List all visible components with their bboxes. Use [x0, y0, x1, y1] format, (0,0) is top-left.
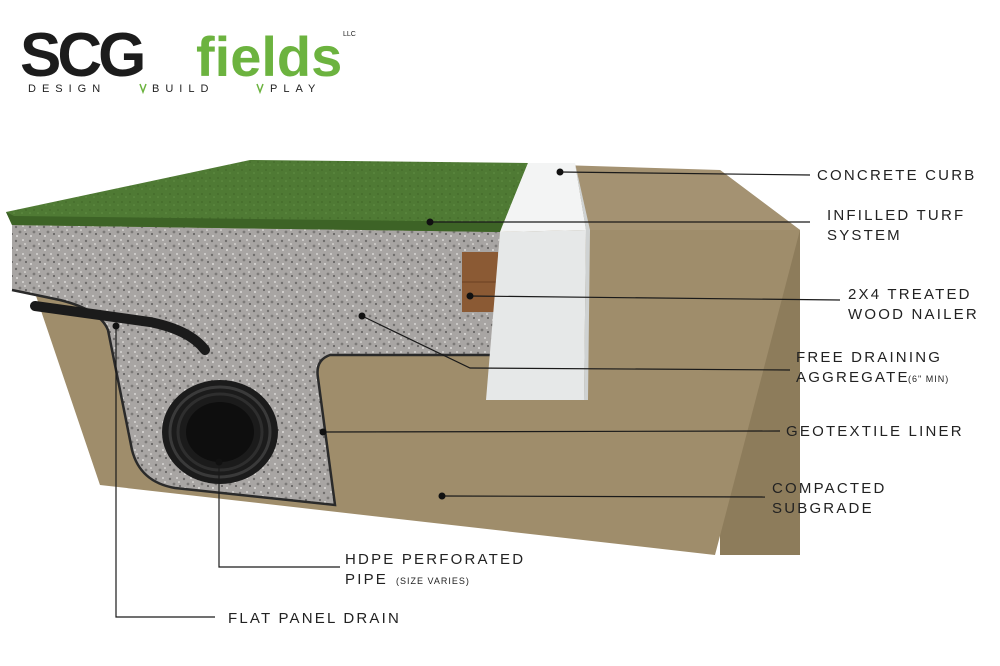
leader-subgrade: [441, 495, 766, 498]
flat-panel-drain: [30, 301, 210, 355]
leader-geotextile: [322, 430, 781, 433]
label-aggregate-note: (6" MIN): [908, 374, 949, 384]
labels: CONCRETE CURB INFILLED TURF SYSTEM 2X4 T…: [228, 167, 979, 627]
leader-aggregate: [361, 315, 791, 371]
hdpe-perforated-pipe: [162, 380, 278, 484]
label-subgrade-line2: SUBGRADE: [772, 500, 874, 517]
logo-tagline-build: BUILD: [152, 83, 214, 95]
leader-concrete-curb: [559, 171, 811, 176]
leader-wood-nailer: [469, 295, 841, 301]
concrete-curb-front: [486, 230, 586, 400]
logo-brand-green: fields: [196, 25, 342, 88]
concrete-curb-top: [500, 163, 586, 232]
logo-brand-dark: SCG: [20, 21, 143, 90]
label-subgrade-line1: COMPACTED: [772, 480, 887, 497]
leaf-icon: [139, 83, 147, 95]
turf-front-edge: [6, 212, 503, 232]
logo-tagline-play: PLAY: [270, 83, 321, 95]
label-turf-line2: SYSTEM: [827, 227, 902, 244]
label-wood-line1: 2X4 TREATED: [848, 286, 972, 303]
subgrade-top-face: [560, 165, 800, 230]
label-concrete-curb: CONCRETE CURB: [817, 167, 976, 184]
aggregate-layer: [12, 225, 500, 505]
leaf-icon: [256, 83, 264, 95]
company-logo: SCG fields LLC DESIGN BUILD PLAY: [20, 21, 356, 95]
label-pipe-line1: HDPE PERFORATED: [345, 551, 525, 568]
leader-panel-drain: [115, 326, 215, 618]
label-pipe-line2: PIPE: [345, 571, 388, 588]
label-geotextile: GEOTEXTILE LINER: [786, 423, 964, 440]
logo-suffix: LLC: [343, 31, 356, 38]
label-wood-line2: WOOD NAILER: [848, 306, 979, 323]
label-turf-line1: INFILLED TURF: [827, 207, 965, 224]
label-pipe-note: (SIZE VARIES): [396, 576, 470, 586]
turf-top-surface: [6, 160, 528, 232]
label-aggregate-line2: AGGREGATE: [796, 369, 910, 386]
leader-pipe: [218, 462, 340, 568]
leader-lines: [112, 168, 841, 618]
logo-tagline-design: DESIGN: [28, 83, 106, 95]
label-aggregate-line1: FREE DRAINING: [796, 349, 942, 366]
label-panel-drain: FLAT PANEL DRAIN: [228, 610, 401, 627]
